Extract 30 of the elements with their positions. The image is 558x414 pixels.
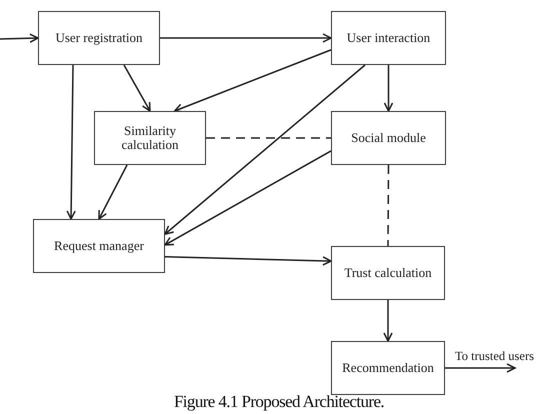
process-box [38,11,160,65]
process-label: Trust calculation [344,266,432,280]
figure-caption: Figure 4.1 Proposed Architecture. [172,392,386,412]
process-label: Social module [351,131,426,145]
process-label: Similarity calculation [120,124,180,152]
process-box [331,111,446,165]
process-label: Recommendation [342,361,434,375]
process-box [33,219,165,273]
arrow [123,64,151,112]
arrow [98,164,128,220]
process-label: User interaction [346,31,430,45]
arrow [164,64,366,235]
process-box [331,341,445,395]
process-label: User registration [55,31,142,45]
arrow [66,65,76,220]
dashed-line [387,165,390,246]
arrow [445,363,516,373]
edge-label: To trusted users [454,349,535,363]
dashed-line [206,137,331,139]
arrow [383,300,393,342]
arrow [160,33,332,43]
arrow [0,33,39,43]
process-box [94,111,206,165]
process-box [331,11,446,65]
arrow [384,65,394,112]
process-label: Request manager [54,239,144,253]
arrow [174,49,332,113]
arrow [164,256,332,266]
process-box [331,246,445,300]
arrow [164,150,332,246]
